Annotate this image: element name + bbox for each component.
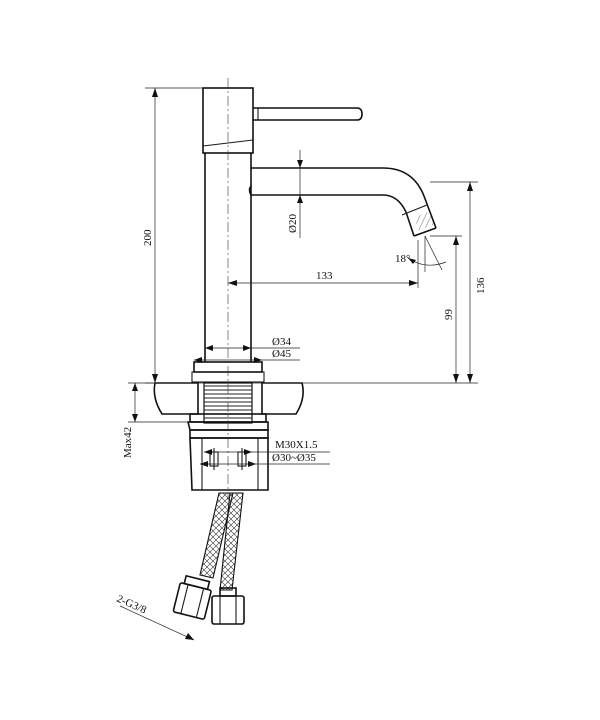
label-outlet-height: 99	[443, 309, 455, 321]
label-base-diameter: Ø45	[272, 348, 291, 360]
label-spout-diameter: Ø20	[287, 214, 299, 233]
label-hose-connection: 2-G3/8	[115, 593, 149, 617]
dimension-lines	[119, 87, 478, 641]
label-overall-height: 200	[142, 229, 154, 246]
label-max-deck: Max42	[122, 427, 134, 458]
label-spout-angle: 18°	[395, 253, 410, 265]
label-spout-height-right: 136	[475, 277, 487, 294]
dimension-labels: 200 Ø20 18° 133 136 99 Ø34 Ø45 Max42 M30…	[115, 214, 487, 617]
label-hole-diameter: Ø30~Ø35	[272, 452, 316, 464]
spout	[248, 167, 437, 237]
label-body-diameter: Ø34	[272, 336, 291, 348]
deck-section	[128, 382, 478, 415]
label-spout-reach: 133	[316, 270, 333, 282]
threaded-shank	[186, 382, 269, 491]
braided-hoses	[172, 492, 245, 625]
label-thread-size: M30X1.5	[275, 439, 318, 451]
